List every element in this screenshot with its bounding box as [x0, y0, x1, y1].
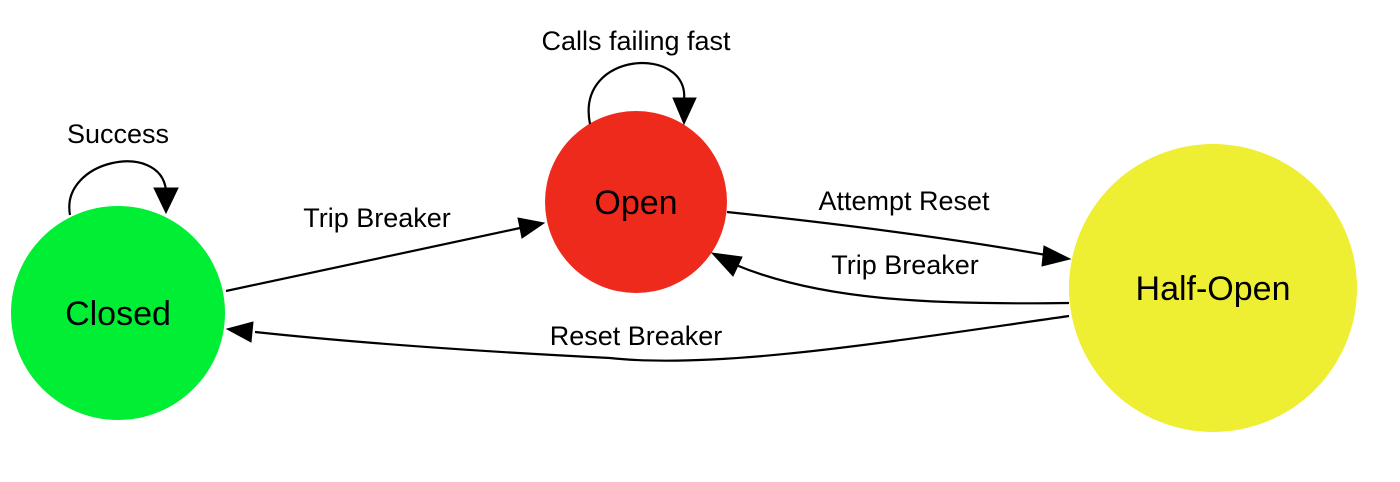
- edge-open-to-half-open-arrow: [1041, 245, 1072, 267]
- state-half-open-node: [1069, 144, 1357, 432]
- edge-half-open-to-open: [735, 263, 1070, 305]
- edge-closed-to-open: [225, 226, 521, 293]
- edge-half-open-to-closed-arrow: [225, 321, 254, 343]
- state-closed-label: Closed: [65, 295, 171, 333]
- edge-label-closed-to-open: Trip Breaker: [303, 203, 451, 233]
- state-open-node: [545, 111, 727, 293]
- edge-label-attempt-reset: Attempt Reset: [818, 186, 990, 216]
- edge-half-open-to-open-arrow: [710, 252, 743, 277]
- state-open-label: Open: [594, 184, 677, 222]
- state-closed-node: [11, 206, 225, 420]
- edge-closed-self-loop: [68, 160, 168, 216]
- edge-label-half-open-to-open: Trip Breaker: [831, 250, 979, 280]
- edge-label-success: Success: [67, 119, 169, 149]
- edge-half-open-to-closed: [254, 314, 1070, 362]
- state-half-open-label: Half-Open: [1136, 270, 1291, 308]
- edge-closed-to-open-arrow: [517, 217, 546, 239]
- edge-label-reset-breaker: Reset Breaker: [550, 321, 723, 351]
- edge-open-self-loop: [587, 61, 686, 125]
- edge-closed-self-loop-arrow: [153, 187, 179, 215]
- edge-open-self-loop-arrow: [672, 97, 697, 126]
- edge-open-to-half-open: [726, 210, 1047, 257]
- edge-label-calls-failing-fast: Calls failing fast: [541, 26, 731, 56]
